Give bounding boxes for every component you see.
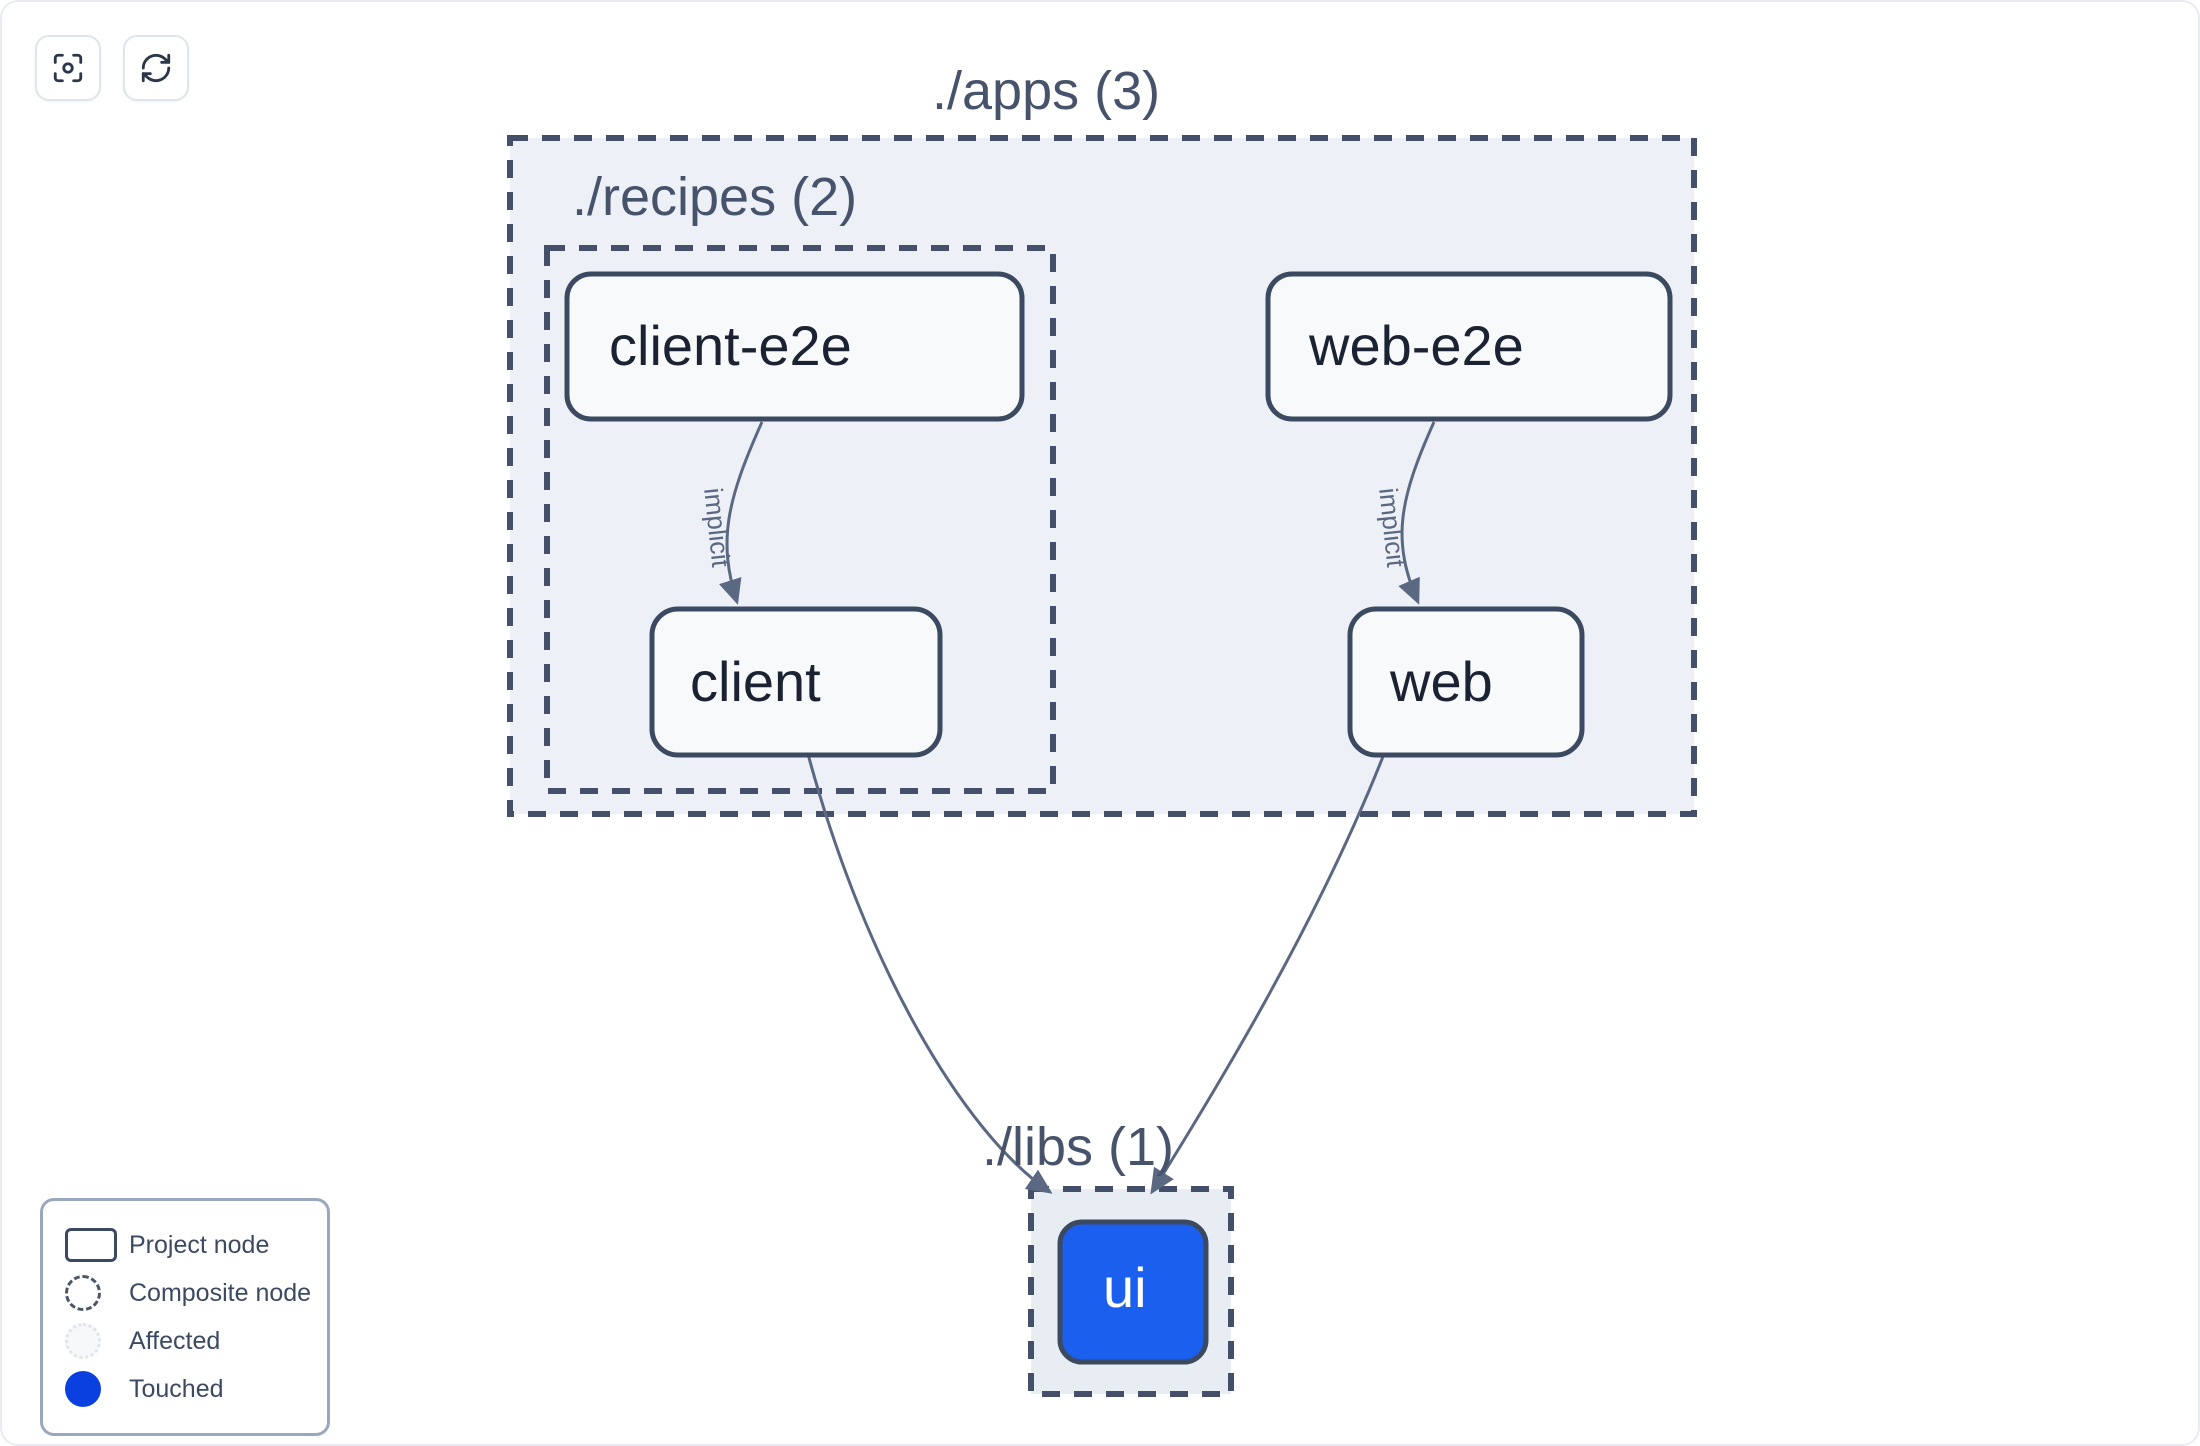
edge-web-e2e-to-web bbox=[1398, 421, 1436, 605]
legend-label-touched: Touched bbox=[129, 1374, 224, 1403]
legend-item-project-node: Project node bbox=[65, 1221, 309, 1269]
group-label-apps[interactable]: ./apps (3) bbox=[932, 61, 1161, 121]
legend-label-composite-node: Composite node bbox=[129, 1278, 312, 1307]
edge-client-to-ui bbox=[806, 753, 1053, 1194]
node-web-e2e[interactable] bbox=[1265, 271, 1673, 422]
focus-graph-button[interactable] bbox=[35, 35, 101, 101]
group-label-recipes[interactable]: ./recipes (2) bbox=[572, 167, 858, 227]
node-ui[interactable] bbox=[1057, 1219, 1209, 1365]
legend-item-composite-node: Composite node bbox=[65, 1269, 312, 1317]
refresh-icon bbox=[139, 51, 173, 85]
node-client[interactable] bbox=[649, 606, 943, 758]
touched-node-icon bbox=[65, 1371, 121, 1407]
node-label-ui[interactable]: ui bbox=[1103, 1256, 1147, 1319]
edge-client-e2e-to-client bbox=[719, 421, 764, 605]
legend-item-affected: Affected bbox=[65, 1317, 309, 1365]
focus-target-icon bbox=[51, 51, 85, 85]
node-web[interactable] bbox=[1347, 606, 1585, 758]
project-node-icon bbox=[65, 1228, 121, 1262]
legend-label-affected: Affected bbox=[129, 1326, 221, 1355]
node-label-client-e2e[interactable]: client-e2e bbox=[609, 314, 852, 377]
node-label-client[interactable]: client bbox=[690, 650, 821, 713]
group-label-libs[interactable]: ./libs (1) bbox=[982, 1117, 1175, 1177]
graph-legend: Project node Composite node Affected Tou… bbox=[40, 1198, 330, 1436]
legend-label-project-node: Project node bbox=[129, 1230, 270, 1259]
node-client-e2e[interactable] bbox=[564, 271, 1025, 422]
node-label-web[interactable]: web bbox=[1390, 650, 1493, 713]
legend-item-touched: Touched bbox=[65, 1365, 309, 1413]
graph-toolbar bbox=[35, 35, 189, 101]
composite-node-icon bbox=[65, 1275, 121, 1311]
edge-web-to-ui bbox=[1150, 753, 1386, 1195]
node-label-web-e2e[interactable]: web-e2e bbox=[1309, 314, 1524, 377]
refresh-graph-button[interactable] bbox=[123, 35, 189, 101]
affected-node-icon bbox=[65, 1323, 121, 1359]
